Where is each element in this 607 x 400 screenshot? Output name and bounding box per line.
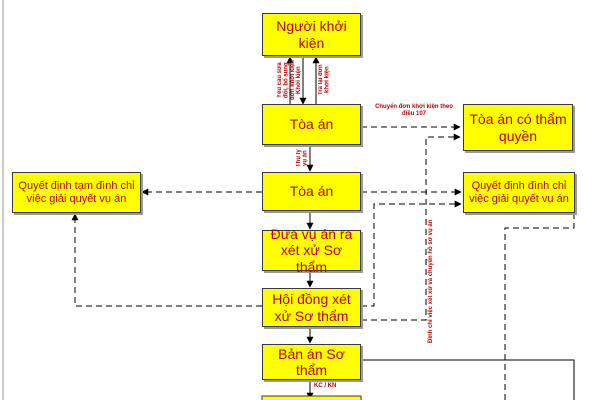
arrow-hoi-dong-tam-dinh-chi — [71, 213, 262, 307]
box-dua-vu-an: Đưa vụ án ra xét xử Sơ thẩm — [262, 226, 361, 275]
label-chuyen-don: Chuyển đơn khởi kiện theo điều 107 — [375, 104, 453, 117]
dinh-chi-dashed-continuation — [504, 213, 575, 400]
label-thu-ly: Thụ lý vụ án — [296, 149, 309, 167]
box-qd-dinh-chi: Quyết định đình chỉ việc giải quyết vụ á… — [463, 172, 575, 213]
box-ban-an: Bản án Sơ thẩm — [262, 344, 361, 380]
box-toa-an-2: Tòa án — [262, 172, 361, 211]
box-hoi-dong: Hội đồng xét xử Sơ thẩm — [262, 288, 361, 327]
label-khoi-kien: Khởi kiện — [296, 66, 302, 94]
label-yeu-cau-sua-doi: Yêu cầu sửa đổi, bổ sung đơn khởi kiện — [277, 60, 297, 100]
ban-an-right-line — [361, 359, 575, 400]
box-toa-an-co-tham-quyen: Tòa án có thẩm quyền — [463, 104, 573, 151]
arrow-hoi-dong-toa-an-tham-quyen — [361, 133, 461, 321]
label-dinh-chi-chuyen-ho-so: Đình chỉ việc xét xử và chuyển hồ sơ vụ … — [428, 219, 434, 343]
box-nguoi-khoi-kien: Người khởi kiện — [262, 13, 361, 56]
next-box-partial — [261, 395, 362, 400]
arrow-hoi-dong-dinh-chi — [361, 200, 462, 307]
box-toa-an-1: Tòa án — [262, 104, 361, 145]
box-qd-tam-dinh-chi: Quyết định tạm đình chỉ việc giải quyết … — [12, 172, 141, 213]
label-tra-lai-don: Trả lại đơn khởi kiện — [318, 64, 331, 96]
label-kc-kn: KC / KN — [314, 383, 337, 389]
